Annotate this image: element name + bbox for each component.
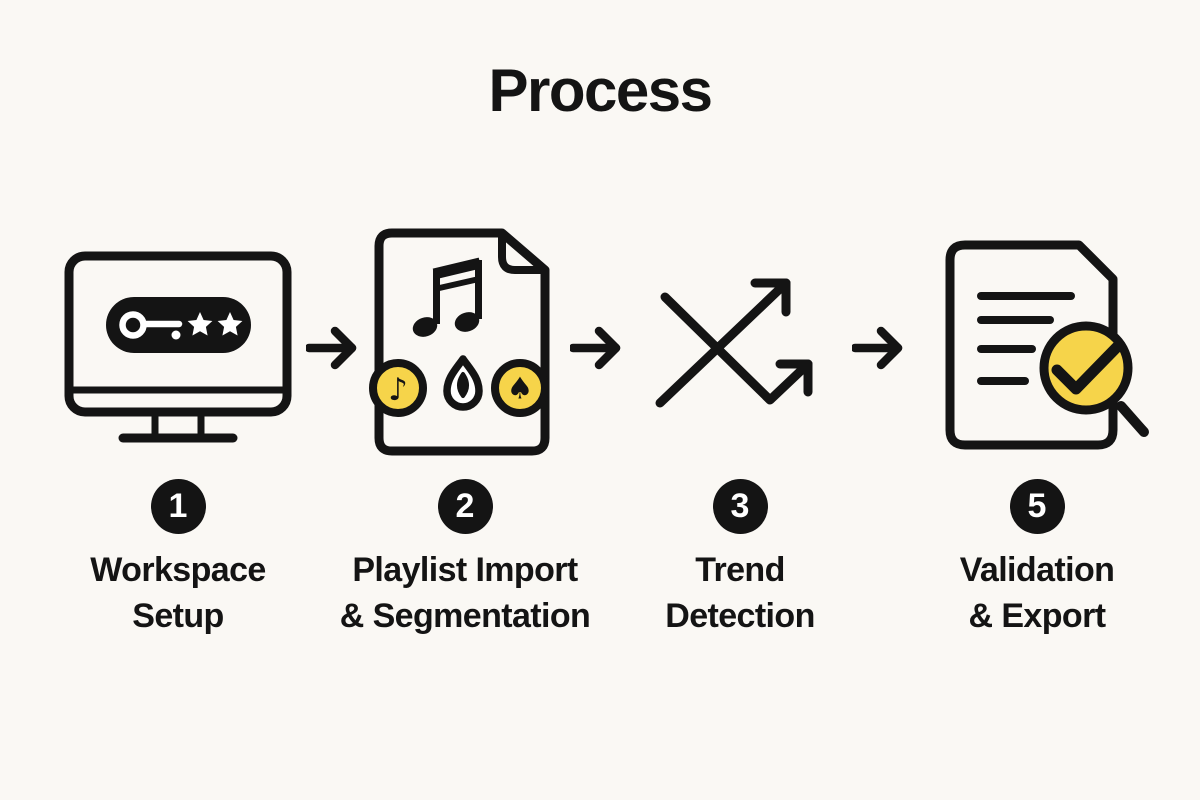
bounce-arrow-shaft	[660, 292, 813, 405]
step-label: Validation & Export	[959, 551, 1115, 635]
password-pill	[106, 297, 251, 353]
step-label: Workspace Setup	[90, 551, 266, 635]
step-number-badge: 1	[150, 479, 206, 534]
spade-icon: ♠	[507, 372, 534, 407]
step-3: 3 Trend Detection	[590, 479, 890, 639]
spade-badge: ♠	[491, 359, 549, 417]
up-trend-arrow-shaft	[655, 278, 791, 408]
document-check-magnifier-icon	[945, 240, 1149, 450]
step-label: Trend Detection	[665, 551, 815, 635]
monitor-access-key-icon	[64, 251, 292, 443]
step-number-badge: 5	[1009, 479, 1065, 534]
arrow-right-icon	[306, 326, 357, 370]
up-trend-arrow-head	[750, 278, 791, 317]
file-icon	[374, 228, 550, 456]
music-note-icon	[412, 257, 482, 337]
checkmark-icon	[1051, 341, 1123, 395]
magnifier-handle	[1116, 401, 1149, 437]
pin-drop-badge	[443, 355, 483, 411]
bounce-arrow-head	[775, 359, 813, 397]
step-label: Playlist Import & Segmentation	[339, 551, 591, 635]
document-icon	[945, 240, 1118, 450]
arrow-right-icon	[852, 326, 903, 370]
step-5: 5 Validation & Export	[887, 479, 1187, 639]
text-lines	[977, 292, 1075, 385]
page-title: Process	[488, 57, 714, 124]
key-icon	[119, 311, 183, 340]
monitor-icon	[64, 251, 292, 443]
music-file-badges-icon: ♪ ♠	[369, 228, 550, 456]
step-number-badge: 2	[437, 479, 493, 534]
arrow-right-icon	[570, 326, 621, 370]
check-magnifier-icon	[1039, 321, 1149, 437]
eighth-note-icon: ♪	[388, 372, 408, 408]
step-2: 2 Playlist Import & Segmentation	[315, 479, 615, 639]
music-note-badge: ♪	[369, 359, 427, 417]
step-1: 1 Workspace Setup	[28, 479, 328, 639]
step-number-badge: 3	[712, 479, 768, 534]
crossing-trend-arrows-icon	[655, 278, 813, 408]
